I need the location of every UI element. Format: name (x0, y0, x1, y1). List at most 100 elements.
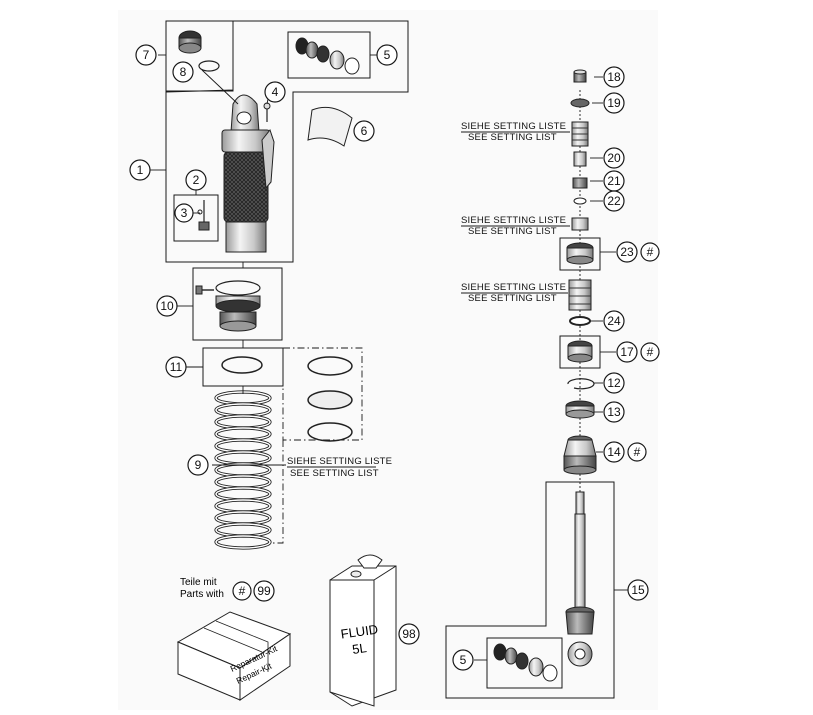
sleeve-20 (573, 151, 587, 167)
piston-rod-nut (573, 69, 587, 83)
alt-retainer-1 (307, 356, 353, 376)
spring-collar-box (192, 267, 283, 341)
svg-text:20: 20 (607, 151, 621, 165)
piston-23 (566, 242, 594, 265)
callout-14-hash: # (627, 442, 647, 462)
callout-17-hash: # (640, 342, 660, 362)
svg-text:22: 22 (607, 194, 621, 208)
alt-retainer-3 (307, 422, 353, 442)
seal-kit-box-bottom (486, 637, 563, 689)
setting-note-de-spring: SIEHE SETTING LISTE (287, 456, 392, 467)
fluid-can: FLUID 5L (329, 554, 397, 707)
setting-note-en-1: SEE SETTING LIST (468, 132, 557, 143)
parts-with-de: Teile mit (180, 577, 217, 588)
svg-text:14: 14 (607, 445, 621, 459)
bleed-screw (197, 200, 210, 231)
alternative-spring-bracket (268, 440, 284, 544)
callout-4: 4 (264, 81, 286, 103)
callout-21: 21 (603, 170, 625, 192)
piston-17 (567, 340, 593, 363)
callout-3: 3 (174, 203, 194, 223)
piston-box-23 (559, 237, 601, 271)
alternative-parts-group (282, 347, 363, 441)
svg-text:3: 3 (181, 206, 188, 220)
setting-note-en-spring: SEE SETTING LIST (290, 468, 379, 479)
washer-24 (569, 316, 591, 326)
callout-98: 98 (398, 623, 420, 645)
top-eye-bearing (178, 30, 202, 54)
svg-text:#: # (647, 345, 654, 359)
svg-text:5: 5 (460, 653, 467, 667)
spring-retainer (221, 356, 263, 374)
protective-shield (307, 106, 353, 147)
svg-text:99: 99 (257, 584, 271, 598)
svg-text:17: 17 (620, 345, 634, 359)
svg-text:#: # (239, 584, 246, 598)
svg-text:7: 7 (143, 48, 150, 62)
callout-12: 12 (603, 372, 625, 394)
svg-text:10: 10 (160, 299, 174, 313)
callout-24: 24 (603, 310, 625, 332)
shock-body (221, 94, 275, 253)
washer-19 (570, 98, 590, 108)
seal-head-14 (563, 435, 597, 475)
callout-99-hash: # (232, 581, 252, 601)
callout-10: 10 (156, 295, 178, 317)
callout-99: 99 (253, 580, 275, 602)
nut-21 (572, 177, 588, 189)
adjuster-screw (263, 102, 271, 122)
setting-note-de-1: SIEHE SETTING LISTE (461, 121, 566, 132)
svg-text:#: # (634, 445, 641, 459)
svg-text:6: 6 (361, 124, 368, 138)
svg-text:9: 9 (195, 458, 202, 472)
callout-1: 1 (129, 159, 151, 181)
top-eye-box (165, 20, 234, 92)
alt-retainer-2 (307, 390, 353, 410)
callout-6: 6 (353, 120, 375, 142)
svg-text:8: 8 (180, 65, 187, 79)
svg-text:23: 23 (620, 245, 634, 259)
svg-text:19: 19 (607, 96, 621, 110)
svg-text:24: 24 (607, 314, 621, 328)
callout-14: 14 (603, 441, 625, 463)
callout-8: 8 (172, 61, 194, 83)
parts-with-en: Parts with (180, 589, 224, 600)
svg-text:21: 21 (607, 174, 621, 188)
callout-15: 15 (627, 579, 649, 601)
svg-text:12: 12 (607, 376, 621, 390)
fluid-can-label-line1: FLUID (340, 622, 379, 642)
bearing-ring-13 (565, 400, 595, 419)
callout-23-hash: # (640, 242, 660, 262)
setting-note-en-3: SEE SETTING LIST (468, 293, 557, 304)
seal-kit-top (295, 37, 360, 75)
svg-text:13: 13 (607, 405, 621, 419)
callout-19: 19 (603, 92, 625, 114)
piston-rod-box (445, 481, 615, 699)
callout-2: 2 (185, 169, 207, 191)
spring-coil-highlight (215, 535, 271, 549)
callout-5-top: 5 (376, 44, 398, 66)
spring-preload-collar (195, 280, 261, 332)
callout-22: 22 (603, 190, 625, 212)
callout-18: 18 (603, 66, 625, 88)
callout-9: 9 (187, 454, 209, 476)
callout-13: 13 (603, 401, 625, 423)
fluid-can-label-line2: 5L (351, 640, 367, 657)
repair-kit-box: Reparatur-Kit Repair-Kit (176, 611, 292, 701)
svg-text:4: 4 (272, 85, 279, 99)
piston-rod (565, 491, 595, 667)
circlip-12 (567, 378, 595, 390)
shim-stack-2 (571, 217, 589, 231)
shock-spring (214, 390, 272, 550)
svg-text:2: 2 (193, 173, 200, 187)
washer-22 (573, 197, 587, 205)
svg-text:18: 18 (607, 70, 621, 84)
svg-text:1: 1 (137, 163, 144, 177)
shim-stack-3 (568, 279, 592, 311)
setting-note-de-2: SIEHE SETTING LISTE (461, 215, 566, 226)
callout-7: 7 (135, 44, 157, 66)
svg-text:15: 15 (631, 583, 645, 597)
svg-text:98: 98 (402, 627, 416, 641)
shim-stack-1 (571, 121, 589, 147)
callout-11: 11 (165, 356, 187, 378)
